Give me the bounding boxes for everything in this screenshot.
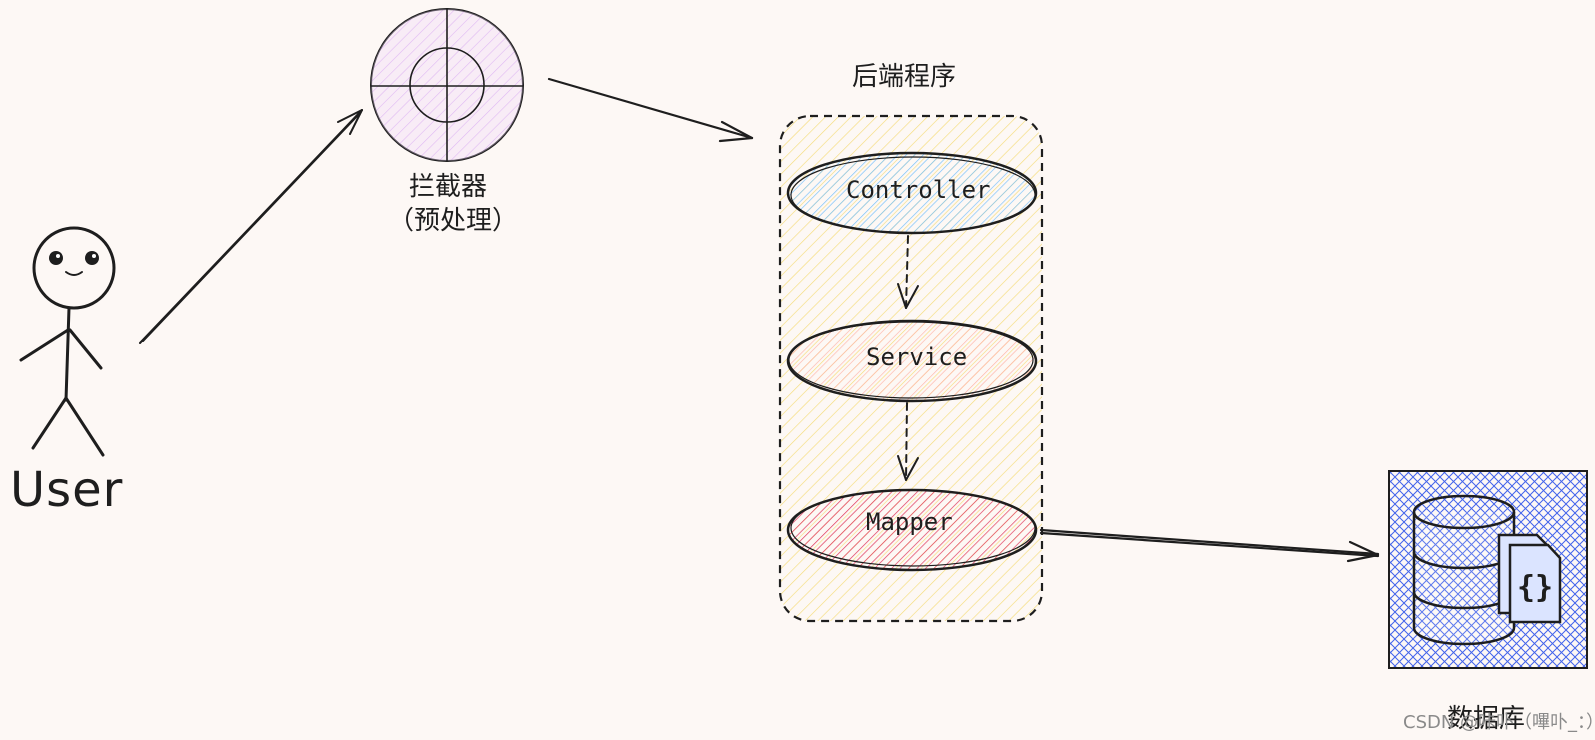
interceptor-title: 拦截器 (408, 172, 487, 202)
arrow-interceptor-to-backend (547, 77, 754, 143)
arrow-controller-to-service (897, 235, 919, 309)
arrow-mapper-to-database (1039, 528, 1380, 563)
controller-label: Controller (846, 176, 991, 204)
svg-text:{}: {} (1517, 570, 1553, 605)
user-label: User (10, 462, 124, 518)
database-label: 数据库 (1447, 704, 1526, 734)
controller-node (786, 151, 1038, 235)
service-label: Service (866, 343, 968, 371)
user-figure-icon (19, 226, 116, 457)
interceptor-label: 拦截器 （预处理） (388, 170, 519, 238)
service-node (786, 319, 1038, 403)
arrow-service-to-mapper (897, 402, 919, 481)
database-icon: {} (1388, 470, 1588, 669)
watermark: CSDN @咔卟（嗶卟_：） (1403, 712, 1595, 733)
interceptor-subtitle: （预处理） (388, 206, 519, 236)
interceptor-node (370, 8, 524, 162)
arrow-user-to-interceptor (139, 109, 363, 344)
backend-title: 后端程序 (852, 62, 957, 92)
mapper-node (786, 488, 1038, 572)
mapper-label: Mapper (866, 508, 953, 536)
